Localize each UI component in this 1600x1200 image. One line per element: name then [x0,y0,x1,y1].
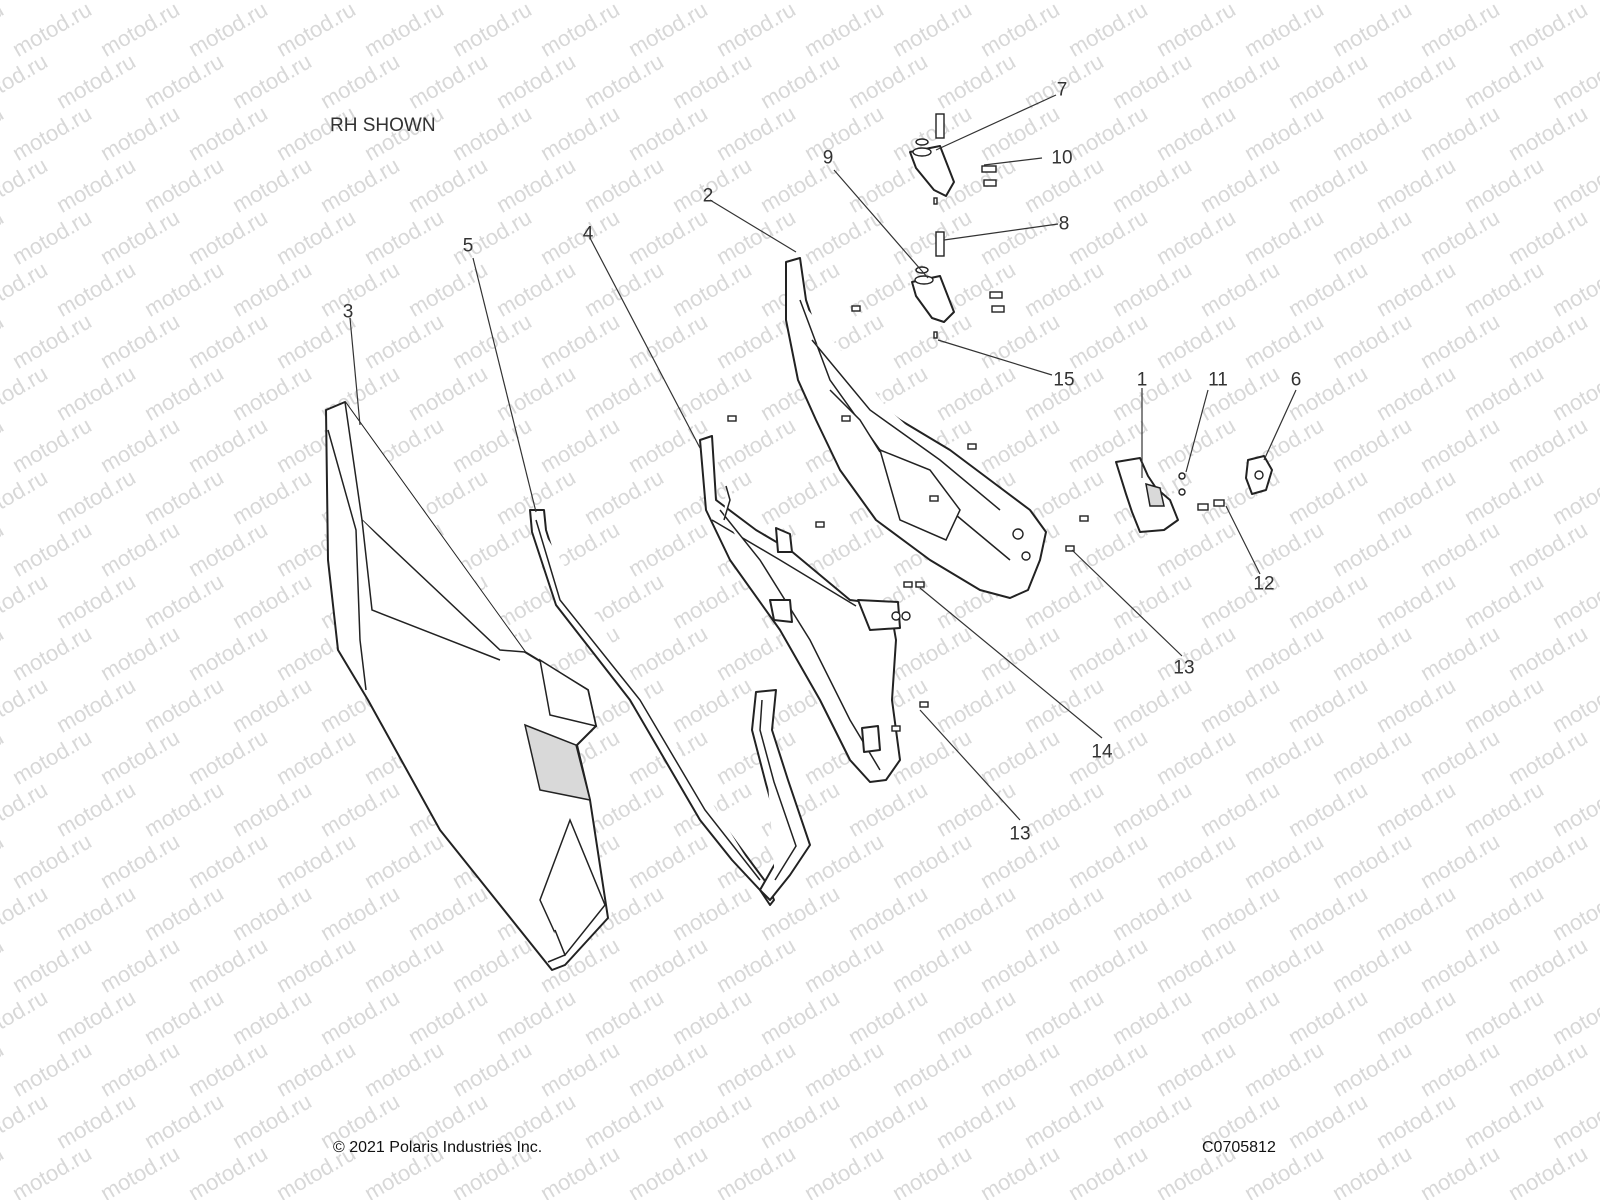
callout-11: 11 [1208,369,1228,391]
callout-9: 9 [822,147,834,169]
screw-fasteners-hardware [727,305,1089,732]
inner-door-frame-part [785,257,1047,599]
callout-1: 1 [1136,369,1148,391]
callout-13-lower: 13 [1009,823,1031,845]
callout-6: 6 [1290,369,1302,391]
lower-trim-part [751,689,811,901]
callout-14: 14 [1091,741,1113,763]
upper-hinge-assembly [909,113,997,205]
callout-12: 12 [1253,573,1275,595]
callout-5: 5 [462,235,474,257]
copyright-text: © 2021 Polaris Industries Inc. [333,1139,543,1156]
callout-10: 10 [1051,147,1073,169]
door-tube-frame-part [699,435,911,783]
door-panel-part [325,401,609,971]
door-latch-part [1115,457,1186,533]
callout-15: 15 [1053,369,1075,391]
drawing-id-text: C0705812 [1202,1139,1276,1156]
callout-7: 7 [1056,79,1068,101]
striker-part [1245,455,1273,495]
lower-hinge-assembly [911,231,1005,339]
callout-4: 4 [582,223,594,245]
callout-2: 2 [702,185,714,207]
view-note-label: RH SHOWN [330,115,436,136]
callout-8: 8 [1058,213,1070,235]
callout-13-upper: 13 [1173,657,1195,679]
callout-leader-lines [349,94,1297,821]
callout-3: 3 [342,301,354,323]
latch-bolts-hardware [1197,499,1225,511]
